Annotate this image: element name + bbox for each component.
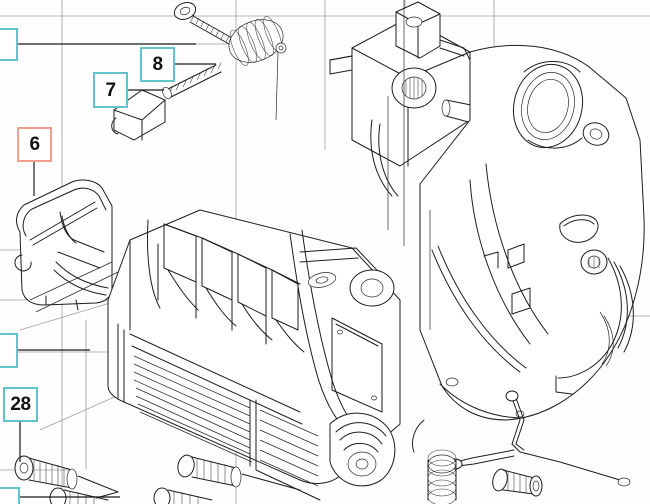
carb-mount-block xyxy=(329,0,528,246)
callout-box-partial-0[interactable] xyxy=(0,28,18,61)
callout-number: 8 xyxy=(152,54,163,75)
callout-number: 6 xyxy=(29,134,40,155)
cooling-fins xyxy=(133,355,253,463)
callout-box-7[interactable]: 7 xyxy=(93,72,128,108)
callout-box-partial-4[interactable] xyxy=(0,333,18,368)
screw-bottom-right xyxy=(492,468,543,497)
callout-number: 28 xyxy=(10,394,31,415)
callout-number: 7 xyxy=(105,79,116,101)
callout-box-28[interactable]: 28 xyxy=(3,387,38,422)
crankcase-half xyxy=(419,44,645,421)
callout-box-partial-6[interactable] xyxy=(0,487,20,504)
part-6-cover-shield xyxy=(14,179,119,313)
part-8-small-spring xyxy=(162,62,222,100)
callout-leader-lines xyxy=(18,43,216,498)
finned-cylinder-block xyxy=(107,209,401,501)
screw-spring-bottom-edge xyxy=(49,487,109,504)
callout-box-6[interactable]: 6 xyxy=(17,127,52,162)
part-28-screw-spring-upper xyxy=(14,455,119,499)
screw-spring-lower-left xyxy=(177,454,301,491)
screw-spring-bottom-mid xyxy=(153,487,213,504)
top-fastener-assembly xyxy=(111,2,287,141)
large-spring xyxy=(228,16,287,66)
torsion-spring-bottom xyxy=(411,419,457,504)
callout-box-8[interactable]: 8 xyxy=(140,47,175,82)
